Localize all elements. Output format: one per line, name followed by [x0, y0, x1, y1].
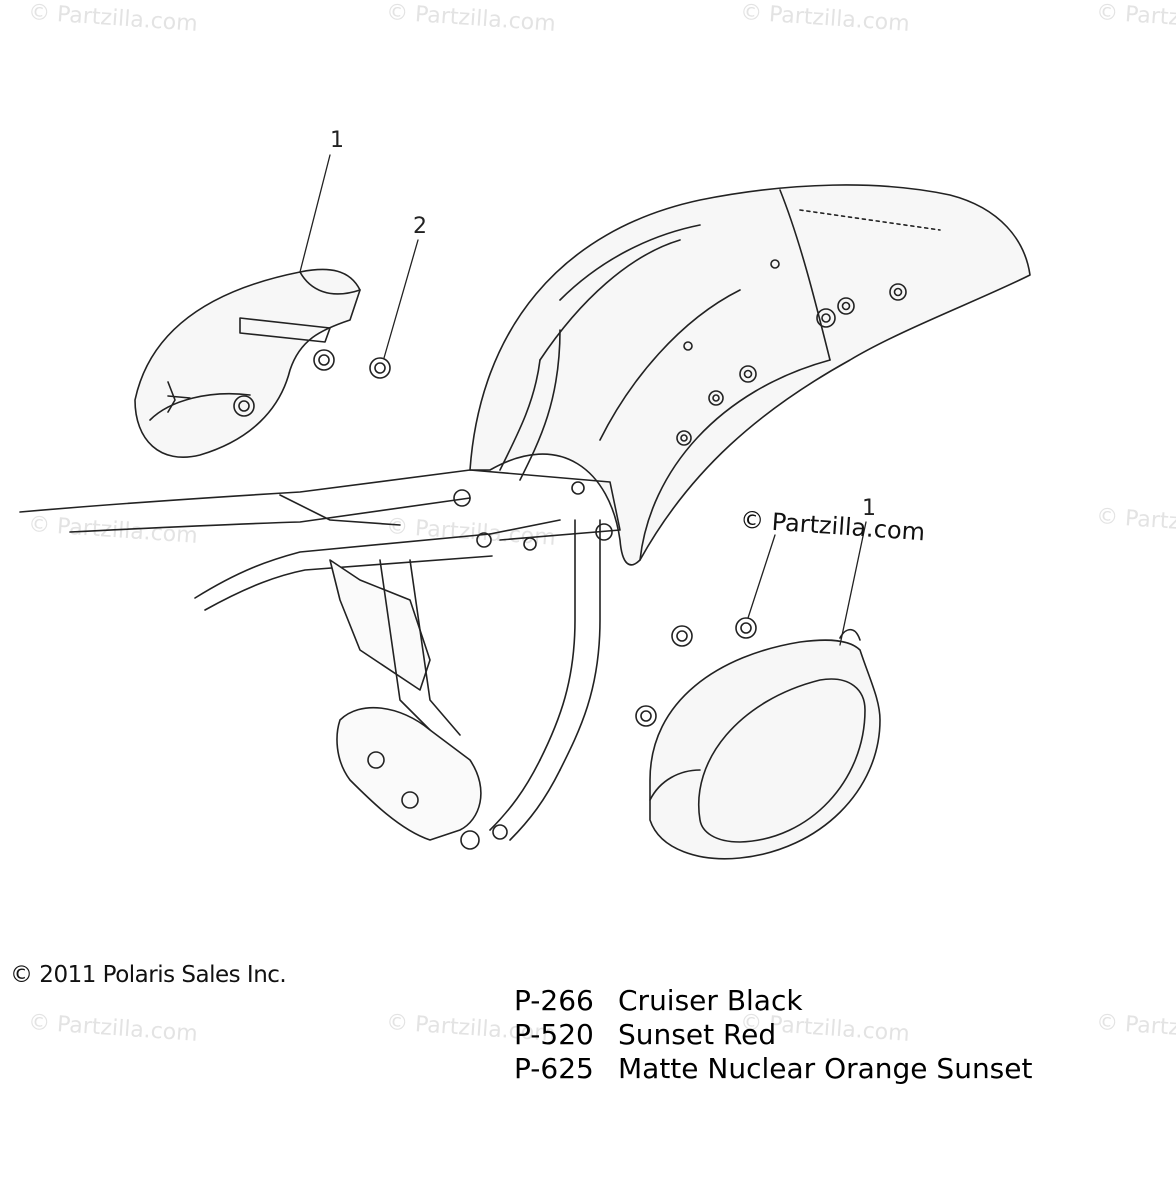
callout-part-1: 1 [862, 496, 876, 521]
paint-name: Matte Nuclear Orange Sunset [618, 1052, 1033, 1085]
color-legend: P-266 Cruiser Black P-520 Sunset Red P-625… [514, 984, 1032, 1086]
lower-mount-bracket [336, 706, 508, 850]
paint-code: P-625 [514, 1052, 594, 1085]
callout-part-1: 1 [330, 128, 344, 153]
paint-code: P-520 [514, 1018, 594, 1051]
rear-fender [469, 184, 1031, 566]
copyright-notice: © 2011 Polaris Sales Inc. [10, 962, 287, 988]
leader-lines [299, 154, 867, 646]
grommets [233, 349, 757, 727]
side-cover-left [134, 268, 361, 458]
paint-code: P-266 [514, 984, 594, 1017]
side-cover-right [649, 628, 881, 860]
paint-name: Sunset Red [618, 1018, 777, 1051]
callout-part-2: 2 [413, 214, 427, 239]
paint-name: Cruiser Black [618, 984, 803, 1017]
legend-row: P-625 Matte Nuclear Orange Sunset [514, 1052, 1032, 1086]
legend-row: P-266 Cruiser Black [514, 984, 1032, 1018]
legend-row: P-520 Sunset Red [514, 1018, 1032, 1052]
